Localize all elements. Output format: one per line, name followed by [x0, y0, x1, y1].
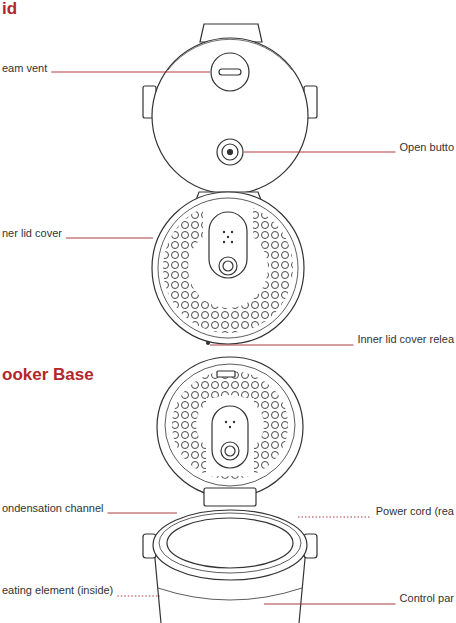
open-lid-oval — [212, 406, 248, 468]
vent-hole — [233, 421, 235, 423]
leader-line — [117, 596, 160, 597]
open-lid-knob — [221, 442, 239, 460]
leader-lines — [51, 72, 395, 604]
part-label: Inner lid cover relea — [357, 333, 454, 346]
section-heading: id — [2, 0, 17, 19]
vent-hole — [225, 421, 227, 423]
lid-latch — [217, 371, 235, 377]
leader-line — [298, 517, 372, 518]
part-label: ner lid cover — [2, 227, 62, 240]
leader-line — [51, 72, 210, 73]
body-band — [158, 588, 302, 600]
part-label: Open butto — [400, 141, 454, 154]
hinge — [204, 488, 256, 506]
leader-line — [66, 238, 153, 239]
vent-hole — [229, 426, 231, 428]
part-label: Power cord (rea — [376, 505, 454, 518]
leader-line — [108, 513, 177, 514]
leader-line — [244, 152, 396, 153]
condensation-channel — [159, 513, 301, 573]
section-heading: ooker Base — [2, 365, 94, 385]
body-rim — [153, 510, 307, 580]
inner-pot — [167, 518, 293, 568]
part-label: eating element (inside) — [2, 584, 113, 597]
part-label: ondensation channel — [2, 502, 104, 515]
part-label: Control par — [400, 592, 454, 605]
leader-line — [210, 345, 353, 346]
open-lid-knob-inner — [225, 446, 235, 456]
part-label: eam vent — [2, 62, 47, 75]
leader-line — [264, 604, 396, 605]
